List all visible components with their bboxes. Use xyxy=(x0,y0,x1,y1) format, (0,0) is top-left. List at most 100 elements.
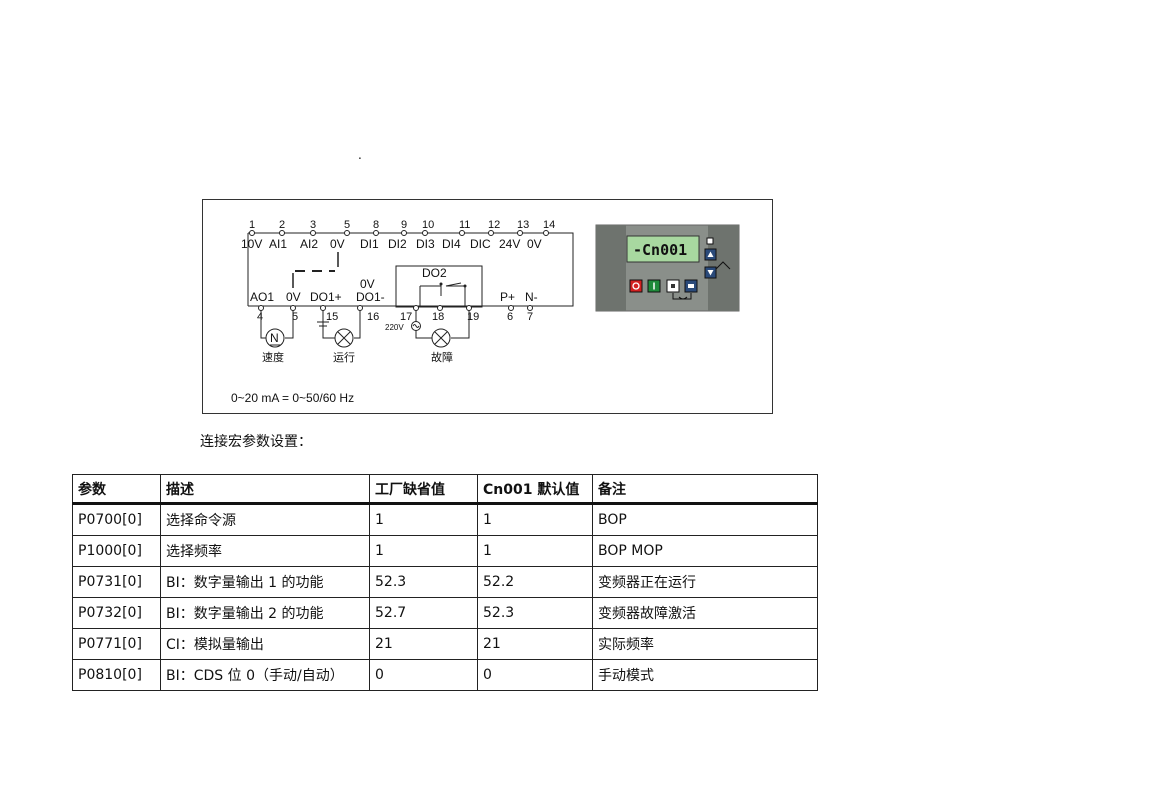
label-do1-plus: DO1+ xyxy=(310,290,342,304)
pin-2: 2 xyxy=(279,219,285,231)
cell-param: P0700[0] xyxy=(72,503,161,536)
pin-9: 9 xyxy=(401,219,407,231)
cell-remark: 实际频率 xyxy=(592,628,818,660)
parameter-table: 参数 描述 工厂缺省值 Cn001 默认值 备注 P0700[0] 选择命令源 … xyxy=(72,474,818,691)
terminal-dot xyxy=(344,230,350,236)
label-p-plus: P+ xyxy=(500,290,515,304)
top-label: AI2 xyxy=(300,237,318,251)
terminal-dot xyxy=(543,230,549,236)
cell-desc: 选择命令源 xyxy=(160,503,370,536)
cell-cn001: 52.3 xyxy=(477,597,593,629)
top-label: DI4 xyxy=(442,237,461,251)
cell-factory: 0 xyxy=(369,659,478,691)
cell-cn001: 52.2 xyxy=(477,566,593,598)
cell-remark: 变频器正在运行 xyxy=(592,566,818,598)
cell-remark: BOP xyxy=(592,503,818,536)
label-ao1: AO1 xyxy=(250,290,274,304)
cell-remark: BOP MOP xyxy=(592,535,818,567)
run-label: 运行 xyxy=(333,351,355,364)
pin-3: 3 xyxy=(310,219,316,231)
voltage-label: 220V xyxy=(385,323,404,332)
pin-16: 16 xyxy=(367,311,379,323)
cell-param: P0771[0] xyxy=(72,628,161,660)
fault-label: 故障 xyxy=(431,350,453,364)
label-0v: 0V xyxy=(286,290,301,304)
table-row: P0771[0] CI：模拟量输出 21 21 实际频率 xyxy=(72,628,818,660)
terminal-dot xyxy=(279,230,285,236)
pin-6: 6 xyxy=(507,311,513,323)
pin-1: 1 xyxy=(249,219,255,231)
top-label: DIC xyxy=(470,237,491,251)
cell-factory: 52.7 xyxy=(369,597,478,629)
terminal-dot xyxy=(488,230,494,236)
cell-desc: 选择频率 xyxy=(160,535,370,567)
label-0v-upper: 0V xyxy=(360,277,375,291)
pin-15: 15 xyxy=(326,311,338,323)
cell-remark: 手动模式 xyxy=(592,659,818,691)
top-label: DI1 xyxy=(360,237,379,251)
cell-param: P0731[0] xyxy=(72,566,161,598)
svg-text:N: N xyxy=(270,331,279,345)
do2-label: DO2 xyxy=(422,266,447,280)
table-row: P1000[0] 选择频率 1 1 BOP MOP xyxy=(72,535,818,567)
table-row: P0810[0] BI：CDS 位 0（手动/自动） 0 0 手动模式 xyxy=(72,659,818,691)
terminal-dot xyxy=(310,230,316,236)
header-remark: 备注 xyxy=(592,474,818,505)
pin-5: 5 xyxy=(292,311,298,323)
speed-label: 速度 xyxy=(262,350,284,364)
pin-17: 17 xyxy=(400,311,412,323)
pin-8: 8 xyxy=(373,219,379,231)
terminal-dot xyxy=(249,230,255,236)
table-row: P0731[0] BI：数字量输出 1 的功能 52.3 52.2 变频器正在运… xyxy=(72,566,818,598)
pin-18: 18 xyxy=(432,311,444,323)
top-label: DI2 xyxy=(388,237,407,251)
pin-11: 11 xyxy=(459,219,470,231)
cell-cn001: 0 xyxy=(477,659,593,691)
table-header-row: 参数 描述 工厂缺省值 Cn001 默认值 备注 xyxy=(72,474,818,505)
cell-remark: 变频器故障激活 xyxy=(592,597,818,629)
top-label: AI1 xyxy=(269,237,287,251)
cell-factory: 1 xyxy=(369,503,478,536)
pin-4: 4 xyxy=(257,311,263,323)
pin-19: 19 xyxy=(467,311,479,323)
stray-dot: . xyxy=(358,148,362,162)
pin-5: 5 xyxy=(344,219,350,231)
table-row: P0700[0] 选择命令源 1 1 BOP xyxy=(72,503,818,536)
cell-desc: CI：模拟量输出 xyxy=(160,628,370,660)
top-label: 24V xyxy=(499,237,520,251)
label-do1-minus: DO1- xyxy=(356,290,385,304)
range-note: 0~20 mA = 0~50/60 Hz xyxy=(231,391,354,405)
motor-icon xyxy=(265,328,285,348)
pin-13: 13 xyxy=(517,219,529,231)
pin-12: 12 xyxy=(488,219,500,231)
label-n-minus: N- xyxy=(525,290,538,304)
bop-display xyxy=(626,235,700,263)
cell-cn001: 1 xyxy=(477,535,593,567)
stop-button[interactable] xyxy=(629,279,643,293)
header-desc: 描述 xyxy=(160,474,370,505)
terminal-dot xyxy=(517,230,523,236)
cell-desc: BI：数字量输出 2 的功能 xyxy=(160,597,370,629)
cell-cn001: 21 xyxy=(477,628,593,660)
cell-param: P0810[0] xyxy=(72,659,161,691)
svg-text:-Cn001: -Cn001 xyxy=(633,241,687,259)
header-factory-default: 工厂缺省值 xyxy=(369,474,478,505)
header-cn001-default: Cn001 默认值 xyxy=(477,474,593,505)
header-param: 参数 xyxy=(72,474,161,505)
cell-param: P0732[0] xyxy=(72,597,161,629)
top-label: DI3 xyxy=(416,237,435,251)
top-label: 10V xyxy=(241,237,262,251)
bop-panel: -Cn001 xyxy=(595,224,740,312)
terminal-dot xyxy=(422,230,428,236)
cell-factory: 21 xyxy=(369,628,478,660)
section-title: 连接宏参数设置： xyxy=(200,434,312,450)
pin-10: 10 xyxy=(422,219,434,231)
top-label: 0V xyxy=(330,237,345,251)
terminal-dot xyxy=(459,230,465,236)
cell-desc: BI：数字量输出 1 的功能 xyxy=(160,566,370,598)
cell-factory: 1 xyxy=(369,535,478,567)
